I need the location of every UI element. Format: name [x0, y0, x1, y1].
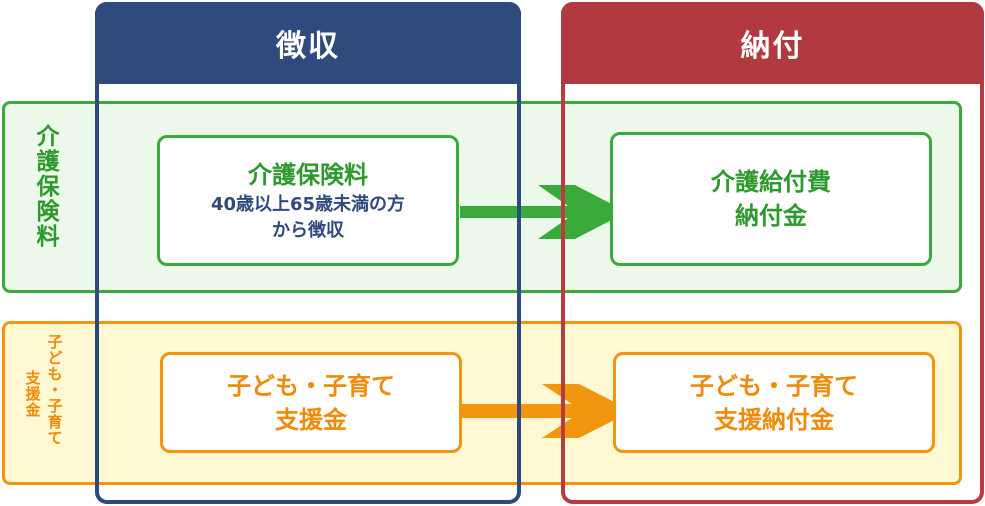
care-premium-age-range: 40歳以上65歳未満の方 — [210, 193, 406, 215]
green-arrow — [460, 185, 627, 239]
row-label-char: 介 — [36, 124, 60, 150]
care-payment-line1: 介護給付費 — [711, 168, 831, 196]
row-label-char: ・ — [47, 381, 63, 399]
row-label-char: 援 — [25, 385, 41, 403]
payment-column-header: 納付 — [561, 2, 984, 84]
row-label-char: ど — [47, 349, 63, 367]
child-payment-box: 子ども・子育て 支援納付金 — [613, 352, 935, 453]
child-payment-line1: 子ども・子育て — [690, 371, 858, 400]
child-support-line2: 支援金 — [275, 405, 347, 434]
care-payment-box: 介護給付費 納付金 — [610, 132, 932, 266]
care-premium-title: 介護保険料 — [248, 160, 368, 189]
row-label-char: 支 — [25, 369, 41, 387]
row-label-char: 料 — [36, 224, 60, 250]
child-support-line1: 子ども・子育て — [227, 371, 395, 400]
row-label-char: 護 — [36, 149, 60, 175]
child-payment-line2: 支援納付金 — [714, 405, 834, 434]
row-label-char: 険 — [36, 199, 60, 225]
row-label-char: 育 — [47, 413, 63, 431]
row-label-char: 保 — [36, 174, 60, 200]
child-support-row-label-col2: 支 援 金 — [20, 370, 46, 418]
child-support-box: 子ども・子育て 支援金 — [160, 352, 462, 453]
row-label-char: 子 — [47, 333, 63, 351]
row-label-char: 子 — [47, 397, 63, 415]
orange-arrow — [462, 384, 632, 438]
care-premium-box: 介護保険料 40歳以上65歳未満の方 から徴収 — [157, 135, 459, 266]
child-support-row-label-col1: 子 ど も ・ 子 育 て — [40, 334, 70, 446]
row-label-char: て — [47, 429, 63, 447]
row-label-char: 金 — [25, 401, 41, 419]
care-insurance-row-label: 介 護 保 険 料 — [28, 125, 68, 250]
collection-column-header: 徴収 — [95, 2, 521, 84]
care-premium-collection-note: から徴収 — [272, 219, 344, 241]
care-payment-line2: 納付金 — [735, 202, 807, 230]
row-label-char: も — [47, 365, 63, 383]
